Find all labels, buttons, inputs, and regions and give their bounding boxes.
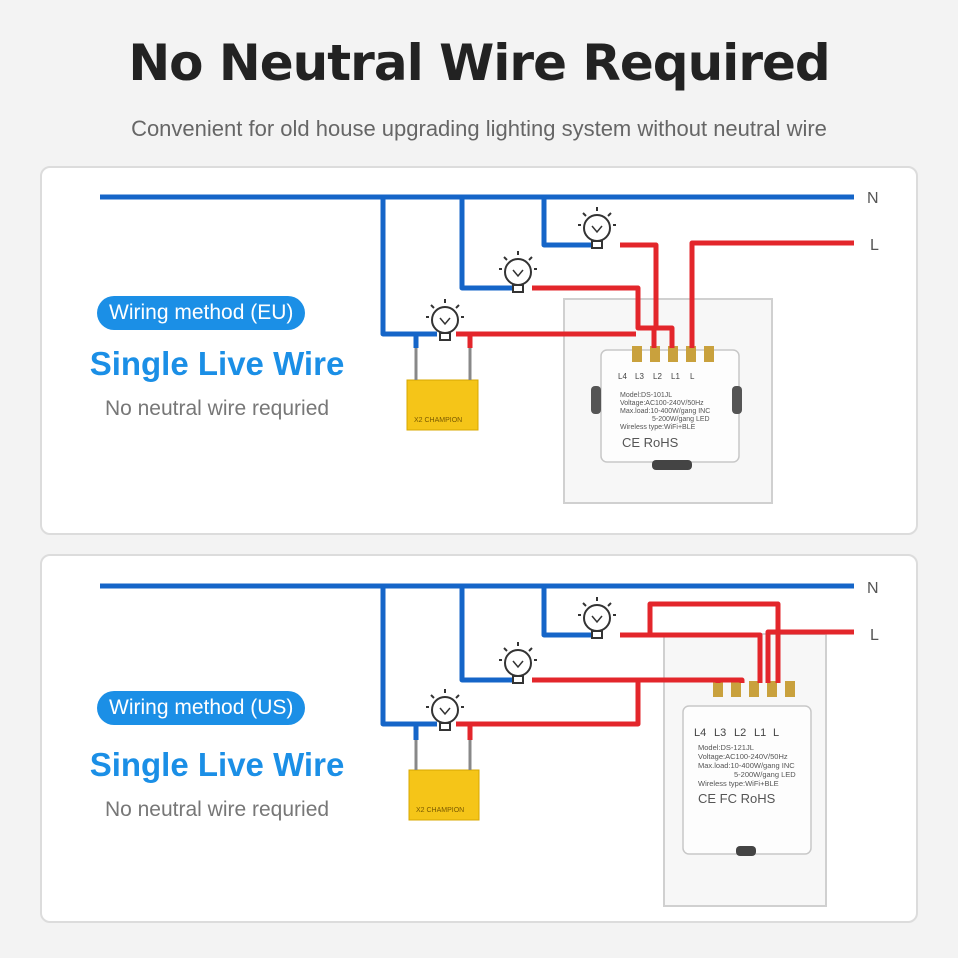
no-neutral-note: No neutral wire requried xyxy=(104,798,330,821)
neutral-wires xyxy=(100,194,854,348)
wireless-text: Wireless type:WiFi+BLE xyxy=(698,779,779,788)
model-text: Model:DS-101JL xyxy=(620,392,672,399)
single-live-wire-heading: Single Live Wire xyxy=(89,345,345,382)
load-led-text: 5-200W/gang LED xyxy=(734,770,796,779)
no-neutral-note: No neutral wire requried xyxy=(104,397,330,420)
page-subtitle: Convenient for old house upgrading light… xyxy=(131,116,827,141)
cert-marks: CE RoHS xyxy=(622,435,679,450)
us-wiring-diagram: L4 L3 L2 L1 L Model:DS-121JL Voltage:AC1… xyxy=(100,580,879,907)
capacitor xyxy=(408,769,480,821)
label-neutral: N xyxy=(867,190,879,207)
terminal-block xyxy=(713,681,795,697)
clip-left xyxy=(591,386,601,414)
capacitor-label: X2 CHAMPION xyxy=(416,807,464,814)
neutral-wires xyxy=(100,583,854,740)
voltage-text: Voltage:AC100-240V/50Hz xyxy=(620,400,704,407)
bulb-icon xyxy=(499,642,537,684)
model-text: Model:DS-121JL xyxy=(698,743,754,752)
single-live-wire-heading: Single Live Wire xyxy=(89,746,345,783)
terminal-label-l3: L3 xyxy=(635,372,644,381)
load-text: Max.load:10-400W/gang INC xyxy=(698,761,795,770)
panel-eu-wiring: L4 L3 L2 L1 L Model:DS-101JL Voltage:AC1… xyxy=(40,166,918,535)
bulb-icon xyxy=(578,207,616,249)
terminal-label-l2: L2 xyxy=(734,727,746,739)
load-text: Max.load:10-400W/gang INC xyxy=(620,408,710,415)
bulb-icon xyxy=(426,299,464,341)
clip-bottom xyxy=(652,460,692,470)
capacitor-label: X2 CHAMPION xyxy=(414,417,462,424)
label-live: L xyxy=(870,237,879,254)
clip-right xyxy=(732,386,742,414)
wireless-text: Wireless type:WiFi+BLE xyxy=(620,424,696,431)
page-title: No Neutral Wire Required xyxy=(128,34,830,92)
capacitor xyxy=(406,379,479,431)
panel-us-wiring: L4 L3 L2 L1 L Model:DS-121JL Voltage:AC1… xyxy=(40,554,918,923)
terminal-label-l4: L4 xyxy=(618,372,627,381)
terminal-label-l: L xyxy=(690,372,695,381)
eu-wiring-diagram: L4 L3 L2 L1 L Model:DS-101JL Voltage:AC1… xyxy=(100,190,879,504)
label-neutral: N xyxy=(867,580,879,597)
terminal-block xyxy=(632,346,714,362)
live-wires xyxy=(456,240,854,348)
label-live: L xyxy=(870,627,879,644)
bulb-icon xyxy=(578,597,616,639)
terminal-label-l1: L1 xyxy=(754,727,766,739)
live-wires xyxy=(456,601,854,740)
load-led-text: 5-200W/gang LED xyxy=(652,416,710,423)
wiring-method-badge: Wiring method (US) xyxy=(97,691,306,725)
cert-marks: CE FC RoHS xyxy=(698,791,776,806)
bulb-icon xyxy=(426,689,464,731)
terminal-label-l4: L4 xyxy=(694,727,706,739)
voltage-text: Voltage:AC100-240V/50Hz xyxy=(698,752,788,761)
terminal-label-l3: L3 xyxy=(714,727,726,739)
terminal-label-l: L xyxy=(773,727,779,739)
wiring-method-badge: Wiring method (EU) xyxy=(97,296,306,330)
terminal-label-l2: L2 xyxy=(653,372,662,381)
terminal-label-l1: L1 xyxy=(671,372,680,381)
clip-bottom xyxy=(736,846,756,856)
bulb-icon xyxy=(499,251,537,293)
